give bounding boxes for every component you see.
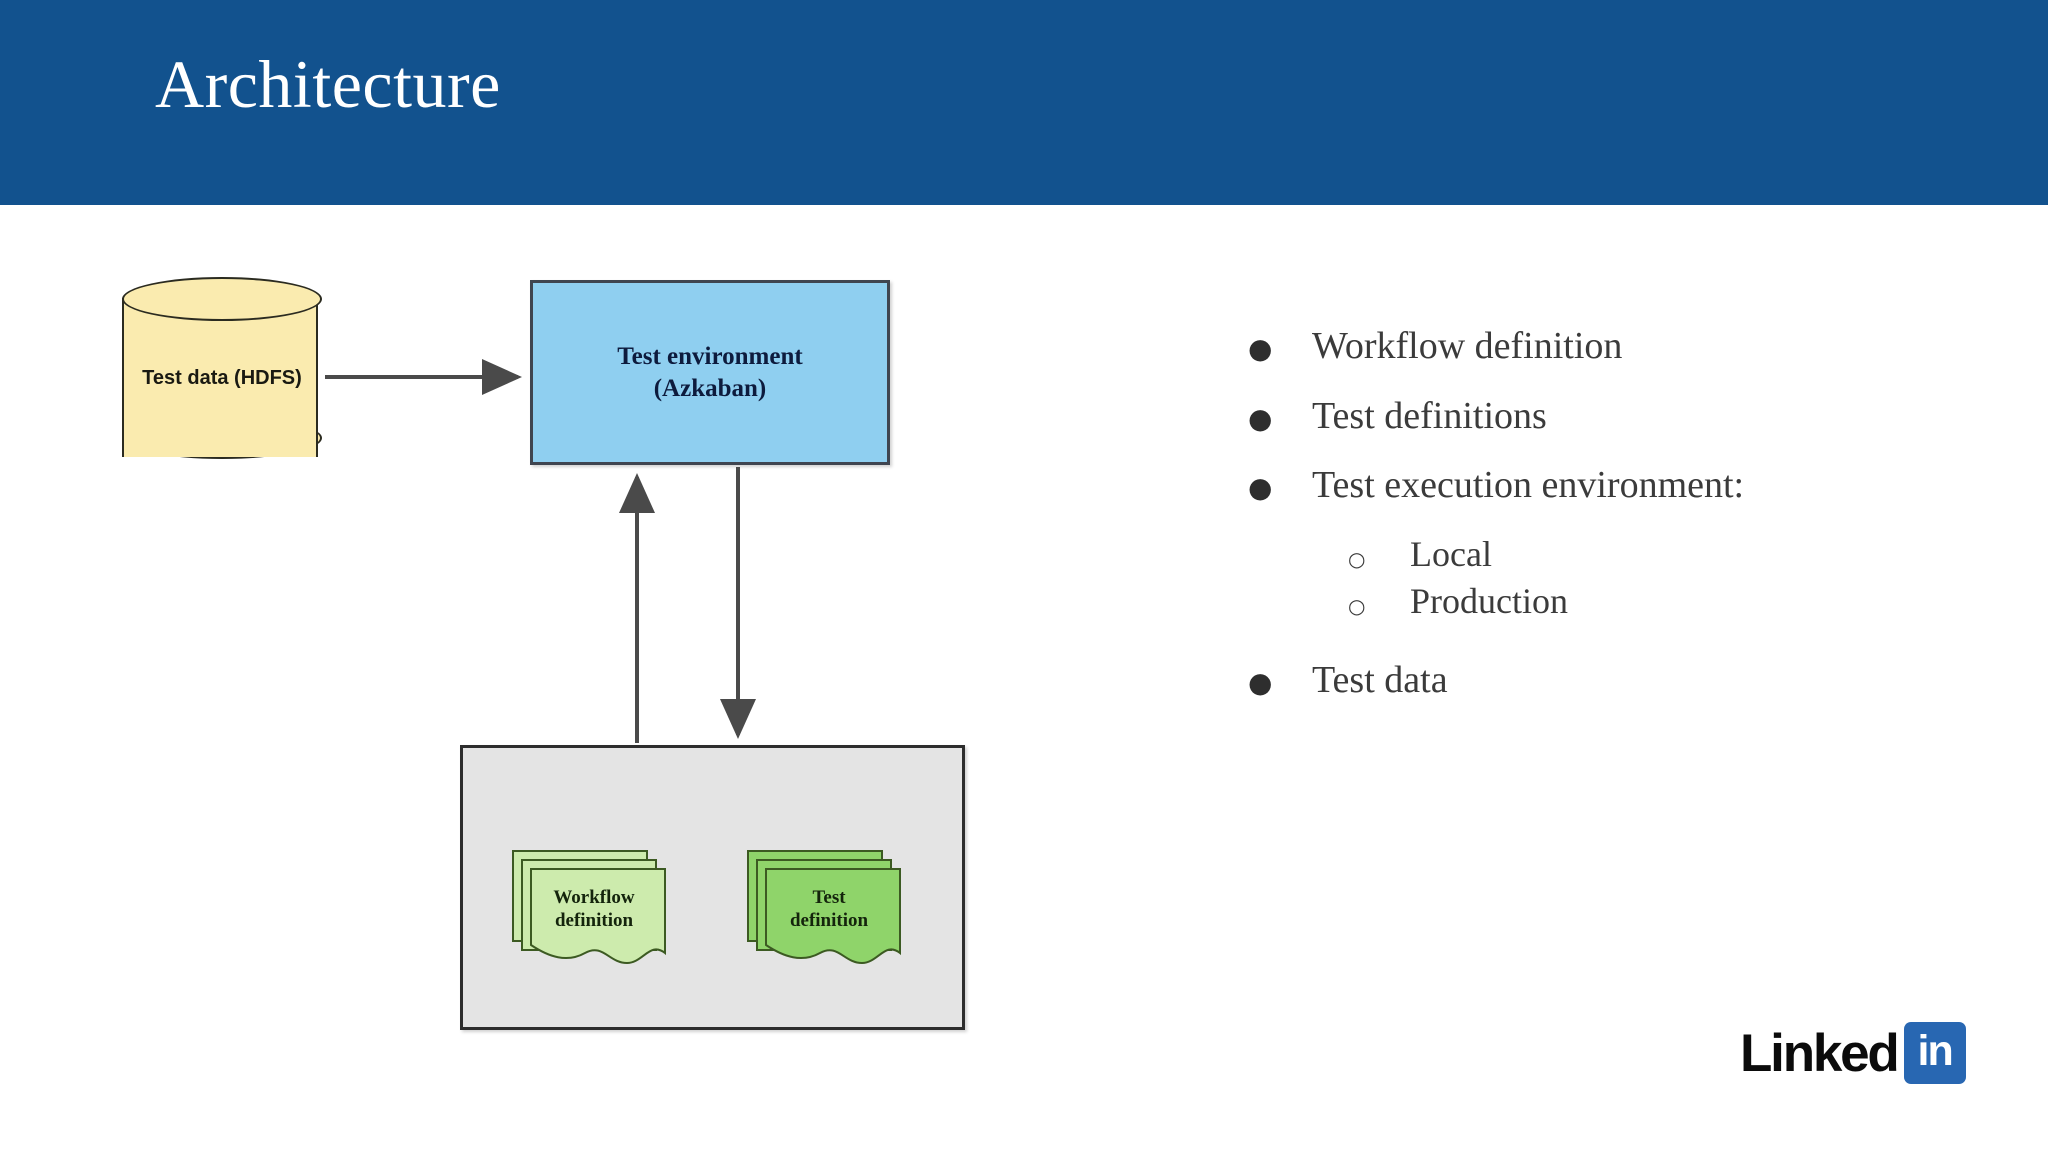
- linkedin-wordmark: Linked: [1740, 1023, 1900, 1083]
- test-definition-document: Test definition: [740, 845, 910, 977]
- document-stack-icon: [747, 850, 901, 965]
- workflow-definition-document: Workflow definition: [505, 845, 675, 977]
- bullet-subitem-local: ○ Local: [1248, 534, 1978, 575]
- test-environment-box: Test environment (Azkaban): [530, 280, 890, 465]
- bullet-item-test-definitions: ● Test definitions: [1248, 395, 1978, 439]
- bullet-marker-icon: ●: [1248, 332, 1273, 365]
- title-banner: Architecture: [0, 0, 2048, 205]
- cylinder-body: [122, 298, 318, 457]
- bullet-marker-icon: ●: [1248, 471, 1273, 505]
- datastore-cylinder: Test data (HDFS): [122, 277, 322, 477]
- bullet-marker-icon: ●: [1248, 401, 1273, 435]
- linkedin-badge-icon: in: [1903, 1022, 1966, 1084]
- bullet-label: Test definitions: [1312, 394, 1547, 437]
- test-environment-label: Test environment (Azkaban): [617, 343, 803, 402]
- bullet-label: Test execution environment:: [1312, 464, 1745, 507]
- page-title: Architecture: [155, 46, 501, 122]
- bullet-item-test-execution-environment: ● Test execution environment:: [1248, 464, 1978, 508]
- bullet-label: Test data: [1312, 658, 1448, 701]
- architecture-diagram: Test data (HDFS) Test environment (Azkab…: [0, 205, 1020, 1152]
- datastore-label: Test data (HDFS): [142, 367, 302, 389]
- bullet-subitem-production: ○ Production: [1248, 581, 1978, 622]
- cylinder-top-ellipse: [122, 277, 322, 321]
- bullet-item-test-data: ● Test data: [1248, 659, 1978, 703]
- bullet-item-workflow-definition: ● Workflow definition: [1248, 325, 1978, 369]
- bullet-marker-icon: ●: [1248, 665, 1273, 699]
- bullet-marker-icon: ○: [1348, 547, 1366, 572]
- bullet-marker-icon: ○: [1348, 594, 1366, 619]
- document-stack-icon: [512, 850, 666, 965]
- bullet-list: ● Workflow definition ● Test definitions…: [1248, 325, 1978, 729]
- bullet-label: Workflow definition: [1312, 325, 1623, 367]
- bullet-label: Local: [1410, 534, 1492, 575]
- linkedin-logo: Linked in: [1740, 1022, 1966, 1084]
- linkedin-badge-label: in: [1917, 1027, 1954, 1075]
- bullet-label: Production: [1410, 581, 1568, 622]
